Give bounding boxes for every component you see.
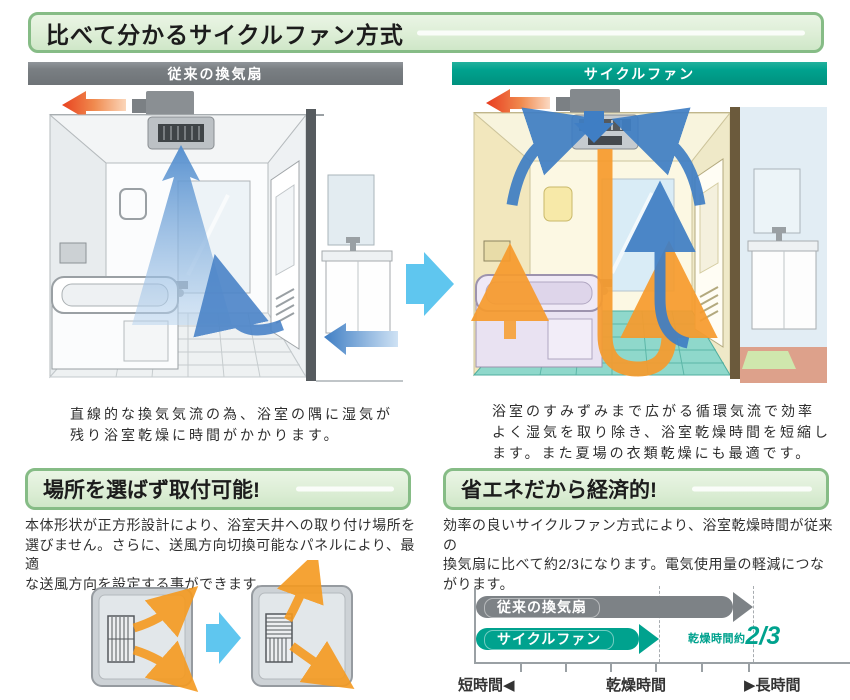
gloss-line: [692, 486, 812, 492]
bar-label-cyclefan: サイクルファン: [484, 630, 615, 650]
washroom: [740, 107, 827, 383]
bath-mat: [742, 351, 796, 369]
change-direction-arrow-icon: [206, 612, 241, 664]
fan-panel-diagrams: [56, 550, 368, 700]
airflow-arrow-icon: [277, 550, 324, 623]
cycle-fan-header: サイクルファン: [452, 62, 827, 85]
duct-pipe: [556, 97, 572, 111]
shower-holder: [119, 188, 147, 220]
axis-tick: [701, 664, 703, 672]
annotation-value: 2/3: [745, 622, 781, 650]
eco-section-title: 省エネだから経済的!: [461, 479, 657, 502]
airflow-direction-diagram: [91, 550, 355, 692]
eco-section-header: 省エネだから経済的!: [443, 468, 829, 510]
ceiling-fan-unit: [147, 116, 215, 150]
airflow-arrow-icon: [132, 586, 199, 638]
bar-arrowhead-icon: [732, 592, 753, 622]
axis-label-long: ▶長時間: [744, 677, 801, 694]
wall-lamp: [543, 186, 573, 222]
exhaust-arrow-icon: [62, 91, 126, 119]
axis-label-center: 乾燥時間: [606, 677, 667, 694]
partition-wall: [306, 109, 316, 381]
bar-cycle-fan: サイクルファン: [476, 624, 660, 654]
ceiling-return-arrow-left-icon: [506, 107, 601, 206]
cycle-fan-caption: 浴室のすみずみまで広がる循環気流で効率 よく湿気を取り除き、浴室乾燥時間を短縮し…: [492, 403, 832, 461]
conventional-fan-illustration: [28, 85, 403, 406]
axis-tick: [748, 664, 750, 672]
gloss-line: [296, 486, 394, 492]
annotation-prefix: 乾燥時間約: [688, 633, 746, 645]
axis-tick: [610, 664, 612, 672]
duct-pipe: [132, 99, 148, 113]
chart-y-axis: [474, 588, 476, 664]
cycle-bathroom-drawing: [471, 89, 827, 383]
washroom-mirror: [753, 168, 801, 234]
conventional-fan-header-label: 従来の換気扇: [167, 65, 264, 82]
bathroom-door: [270, 160, 300, 350]
axis-label-short: 短時間◀: [458, 677, 515, 694]
door-updraft-arrow-icon: [624, 180, 696, 349]
exhaust-arrow-icon: [486, 89, 550, 117]
washroom: [316, 174, 403, 382]
guide-line-cyclefan: [659, 586, 661, 662]
bathtub: [475, 274, 603, 368]
banner-gloss-line: [417, 30, 805, 35]
axis-tick: [565, 664, 567, 672]
bar-label-conventional: 従来の換気扇: [484, 598, 600, 618]
bar-conventional-fan: 従来の換気扇: [476, 592, 753, 622]
bar-arrowhead-icon: [639, 624, 660, 654]
vent-airflow-arrow-icon: [193, 254, 284, 338]
install-section-header: 場所を選ばず取付可能!: [25, 468, 411, 510]
ceiling-return-arrow-right-icon: [611, 107, 706, 206]
guide-line-conventional: [752, 586, 754, 662]
title-banner: 比べて分かるサイクルファン方式: [28, 12, 824, 53]
cycle-fan-header-label: サイクルファン: [583, 65, 696, 82]
page-title: 比べて分かるサイクルファン方式: [46, 21, 404, 48]
axis-tick: [520, 664, 522, 672]
airflow-arrow-icon: [132, 640, 199, 692]
fan-panel-horizontal-blow: [91, 586, 199, 692]
conventional-fan-caption: 直線的な換気気流の為、浴室の隅に湿気が 残り浴室乾燥に時間がかかります。: [70, 406, 393, 443]
fan-motor-box: [146, 91, 194, 117]
conventional-bathroom-drawing: [48, 91, 403, 382]
washroom-mirror: [327, 174, 375, 246]
circulation-loop-arrow-icon: [597, 149, 718, 377]
partition-wall: [730, 107, 740, 379]
conventional-fan-header: 従来の換気扇: [28, 62, 403, 85]
fan-panel-switched-blow: [251, 550, 355, 689]
comparison-arrow-icon: [406, 252, 454, 316]
airflow-arrow-icon: [289, 640, 355, 689]
axis-tick: [655, 664, 657, 672]
install-section-body: 本体形状が正方形設計により、浴室天井への取り付け場所を 選びません。さらに、送風…: [25, 517, 416, 592]
install-section-title: 場所を選ばず取付可能!: [43, 479, 260, 502]
control-panel: [59, 242, 87, 264]
cycle-fan-illustration: [452, 85, 827, 406]
incoming-airflow-arrow-icon: [324, 323, 398, 355]
chart-x-axis: [474, 662, 850, 664]
control-panel: [483, 240, 511, 262]
eco-section-body: 効率の良いサイクルファン方式により、浴室乾燥時間が従来の 換気扇に比べて約2/3…: [443, 517, 833, 592]
